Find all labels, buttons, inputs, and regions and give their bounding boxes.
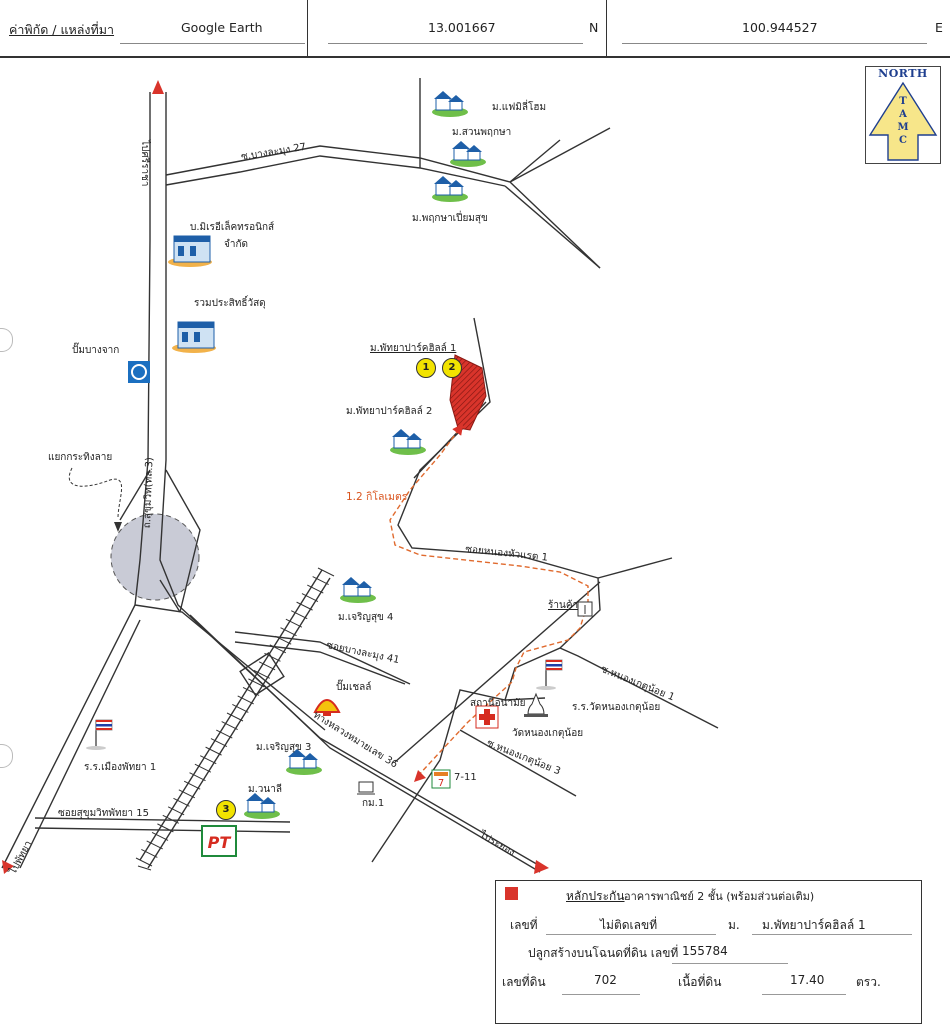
compass-letter: C: [899, 135, 907, 146]
kra-ting-lai-roundabout: [110, 513, 200, 601]
latitude-cell: 13.001667 N: [308, 0, 607, 56]
road-to-collateral: [371, 317, 719, 863]
label-ruam-prasit: รวมประสิทธิ์วัสดุ: [194, 298, 266, 309]
label-charoensuk-3: ม.เจริญสุข 3: [256, 742, 312, 753]
longitude-cell: 100.944527 E: [607, 0, 949, 56]
legend-no-value: ไม่ติดเลขที่: [600, 918, 658, 932]
shell-icon: [313, 699, 341, 716]
north-arrow-icon: [868, 81, 938, 161]
legend-building: อาคารพาณิชย์ 2 ชั้น (พร้อมส่วนต่อเติม): [624, 890, 815, 903]
arrow-to-sriracha: [152, 80, 164, 94]
label-charoensuk-4: ม.เจริญสุข 4: [338, 612, 394, 623]
route-upper: [389, 423, 589, 612]
legend-area-unit: ตรว.: [856, 975, 881, 989]
label-sukhumvit3: ถ.สุขุมวิท(ทล.3): [141, 457, 156, 529]
legend-village-value: ม.พัทยาปาร์คฮิลล์ 1: [762, 918, 866, 932]
label-family-home: ม.แฟมิลี่โฮม: [492, 102, 547, 113]
marker-3: 3: [216, 800, 236, 820]
legend-area-label: เนื้อที่ดิน: [678, 975, 722, 989]
route-lower: [415, 611, 586, 779]
seven-eleven-icon: 7: [431, 769, 451, 789]
coordinate-header: ค่าพิกัด / แหล่งที่มา Google Earth 13.00…: [0, 0, 950, 58]
lon-dir: E: [935, 20, 943, 35]
legend-area-value: 17.40: [790, 973, 825, 987]
collateral-legend: หลักประกัน อาคารพาณิชย์ 2 ชั้น (พร้อมส่ว…: [495, 880, 922, 1024]
label-school-wat: ร.ร.วัดหนองเกตุน้อย: [572, 702, 661, 713]
health-center-icon: [475, 705, 499, 729]
label-seven-eleven: 7-11: [454, 772, 477, 783]
house-icon: [432, 176, 468, 202]
bangchak-icon: [128, 361, 150, 383]
label-soi-sukhumvit-pattaya-15: ซอยสุขุมวิทพัทยา 15: [58, 808, 149, 819]
location-map: 7 PT 1 2 3 ม.แฟมิลี่โฮม ม.สวนพฤกษา ม.พฤก…: [0, 58, 950, 1032]
label-micro-electronics-2: จำกัด: [224, 239, 249, 250]
label-pruksa-piamsuk: ม.พฤกษาเปี่ยมสุข: [412, 213, 488, 224]
arrow-to-rayong: [534, 860, 549, 874]
label-wanalee: ม.วนาลี: [248, 784, 282, 795]
temple-icon: [524, 692, 548, 717]
coord-label: ค่าพิกัด / แหล่งที่มา: [9, 22, 115, 37]
longitude-value: 100.944527: [742, 20, 818, 35]
label-school-muang-pattaya: ร.ร.เมืองพัทยา 1: [84, 762, 157, 773]
flag-icon: [536, 659, 563, 690]
legend-village-label: ม.: [728, 918, 740, 932]
local-roads: [165, 78, 611, 269]
svg-text:7: 7: [438, 778, 444, 789]
lat-dir: N: [589, 20, 599, 35]
label-distance: 1.2 กิโลเมตร: [346, 491, 408, 503]
label-suan-pruksa: ม.สวนพฤกษา: [452, 127, 512, 138]
north-compass: NORTH T A M C: [865, 66, 941, 164]
house-icon: [450, 141, 486, 167]
collateral-swatch: [505, 887, 518, 900]
house-icon: [390, 429, 426, 455]
legend-deed-text: ปลูกสร้างบนโฉนดที่ดิน เลขที่: [528, 946, 679, 960]
marker-1: 1: [416, 358, 436, 378]
factory-icon: [172, 321, 216, 353]
label-bangchak: ปั๊มบางจาก: [72, 345, 120, 356]
label-health-center: สถานีอนามัย: [470, 698, 526, 709]
legend-no-label: เลขที่: [510, 918, 538, 932]
house-icon: [244, 793, 280, 819]
compass-letter: M: [897, 122, 909, 133]
legend-collateral: หลักประกัน: [566, 889, 625, 903]
factory-icon: [168, 235, 212, 267]
latitude-value: 13.001667: [428, 20, 496, 35]
source-cell: ค่าพิกัด / แหล่งที่มา Google Earth: [0, 0, 308, 56]
house-icons: [244, 91, 486, 819]
label-shell: ปั๊มเชลล์: [336, 682, 372, 693]
sukhumvit-road: [1, 92, 541, 873]
compass-title: NORTH: [878, 67, 928, 80]
pt-station-icon: PT: [201, 825, 237, 857]
label-park-hill-2: ม.พัทยาปาร์คฮิลล์ 2: [346, 406, 433, 417]
source-value: Google Earth: [181, 20, 263, 35]
flag-icon: [86, 719, 113, 750]
marker-2: 2: [442, 358, 462, 378]
arrow-to-pattaya: [2, 860, 14, 874]
legend-land-no-label: เลขที่ดิน: [502, 975, 546, 989]
label-shop: ร้านค้า: [548, 600, 579, 611]
label-wat: วัดหนองเกตุน้อย: [512, 728, 584, 739]
house-icon: [286, 749, 322, 775]
label-kra-ting-lai: แยกกระทิงลาย: [48, 452, 113, 463]
label-park-hill-1: ม.พัทยาปาร์คฮิลล์ 1: [370, 343, 457, 354]
legend-deed-no: 155784: [682, 944, 728, 958]
svg-text:PT: PT: [208, 833, 232, 852]
label-micro-electronics-1: บ.มิเรอีเล็คทรอนิกส์: [190, 222, 275, 233]
house-icon: [340, 577, 376, 603]
compass-letter: T: [899, 96, 907, 107]
label-to-sriracha: ไปศรีราชา: [139, 140, 150, 187]
legend-land-no-value: 702: [594, 973, 617, 987]
compass-letter: A: [899, 109, 907, 120]
house-icon: [432, 91, 468, 117]
label-km1: กม.1: [362, 798, 385, 809]
